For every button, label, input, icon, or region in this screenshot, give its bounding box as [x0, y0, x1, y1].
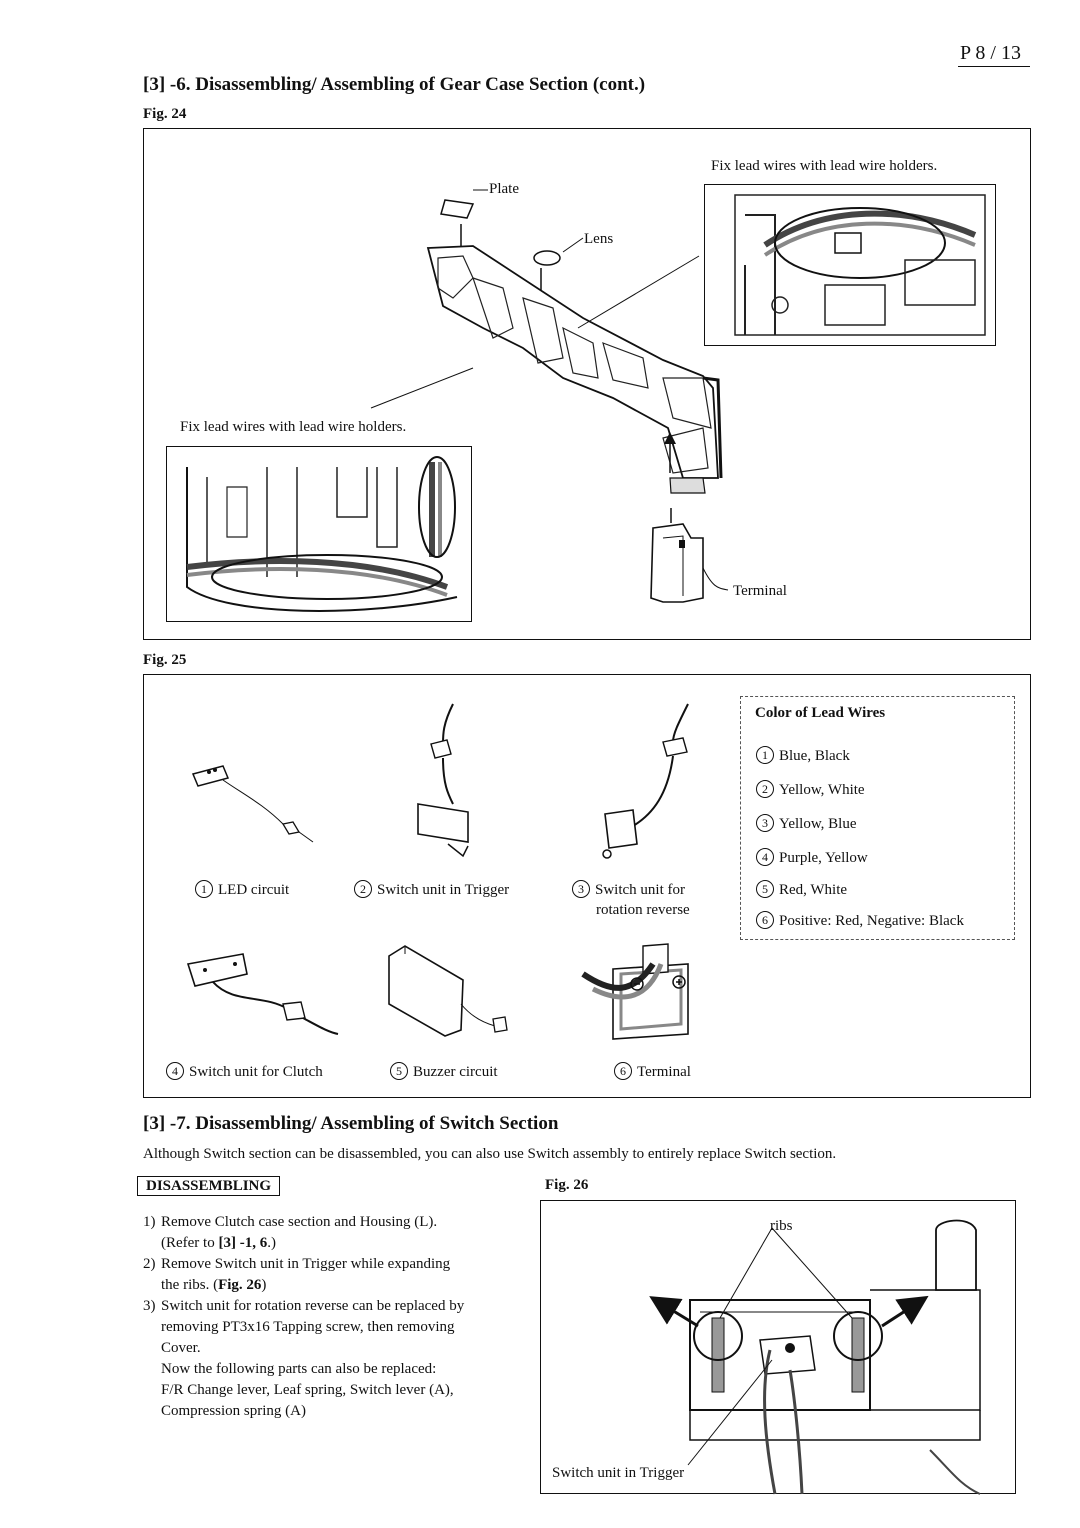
part-label-buzzer: 5 Buzzer circuit: [390, 1062, 498, 1081]
switch-unit-trigger-label: Switch unit in Trigger: [552, 1465, 685, 1481]
lead-wire-row: 2 Yellow, White: [756, 773, 964, 807]
part-label-reverse-switch-line2: rotation reverse: [596, 902, 690, 918]
part-num: 5: [390, 1062, 408, 1080]
part-text: Terminal: [637, 1064, 691, 1080]
step-text: Cover.: [161, 1340, 201, 1356]
part-num: 4: [166, 1062, 184, 1080]
page-number-rule: [958, 66, 1030, 67]
part-text: Switch unit in Trigger: [377, 882, 510, 898]
step-text: Remove Switch unit in Trigger while expa…: [161, 1256, 451, 1272]
section-title: [3] -6. Disassembling/ Assembling of Gea…: [143, 74, 646, 95]
part-label-trigger-switch: 2 Switch unit in Trigger: [354, 880, 509, 899]
step-text: Remove Clutch case section and Housing (…: [161, 1214, 438, 1230]
disassembly-steps: 1) Remove Clutch case section and Housing…: [143, 1212, 551, 1422]
disassembling-tag-text: DISASSEMBLING: [137, 1176, 281, 1196]
note-line: Now the following parts can also be repl…: [161, 1361, 437, 1377]
row-text: Purple, Yellow: [779, 850, 868, 866]
row-text: Yellow, White: [779, 782, 865, 798]
buzzer-circuit-drawing: [388, 945, 508, 1037]
step-text: Switch unit for rotation reverse can be …: [161, 1298, 465, 1314]
lead-wire-row: 3 Yellow, Blue: [756, 807, 964, 841]
section7-title: [3] -7. Disassembling/ Assembling of Swi…: [143, 1113, 559, 1134]
step-num: 1): [143, 1214, 156, 1230]
fig25-frame: [143, 674, 1031, 1098]
ribs-label: ribs: [770, 1218, 793, 1234]
row-num: 2: [756, 780, 774, 798]
lead-wire-rows: 1 Blue, Black 2 Yellow, White 3 Yellow, Blu…: [756, 739, 964, 937]
step-2: 2) Remove Switch unit in Trigger while ex…: [143, 1254, 533, 1296]
part-text: Switch unit for Clutch: [189, 1064, 323, 1080]
step-ref: Fig. 26: [218, 1277, 262, 1293]
step-ref: [3] -1, 6: [218, 1235, 268, 1251]
row-text: Blue, Black: [779, 748, 850, 764]
step-text: .): [267, 1235, 276, 1251]
step-text: the ribs. (: [161, 1277, 219, 1293]
part-num: 1: [195, 880, 213, 898]
row-num: 6: [756, 911, 774, 929]
fig24-label: Fig. 24: [143, 106, 187, 122]
page-number: P 8 / 13: [960, 42, 1021, 64]
step-3: 3) Switch unit for rotation reverse can b…: [143, 1296, 533, 1359]
row-text: Yellow, Blue: [779, 816, 857, 832]
step-text: removing PT3x16 Tapping screw, then remo…: [161, 1319, 455, 1335]
terminal-part-drawing: [581, 943, 689, 1040]
note-line: F/R Change lever, Leaf spring, Switch le…: [161, 1382, 454, 1398]
fig25-label: Fig. 25: [143, 652, 187, 668]
lead-wire-table-title: Color of Lead Wires: [755, 705, 886, 721]
part-label-terminal: 6 Terminal: [614, 1062, 691, 1081]
lead-wire-row: 4 Purple, Yellow: [756, 841, 964, 875]
part-label-clutch-switch: 4 Switch unit for Clutch: [166, 1062, 323, 1081]
fig24-callout-top: Fix lead wires with lead wire holders.: [711, 158, 938, 174]
gear-case-drawing: [370, 189, 729, 603]
row-num: 4: [756, 848, 774, 866]
fig24-callout-left: Fix lead wires with lead wire holders.: [180, 419, 407, 435]
part-text: LED circuit: [218, 882, 290, 898]
terminal-label: Terminal: [733, 583, 787, 599]
parts-drawing: [186, 703, 689, 1040]
fig24-inset-left: [166, 446, 472, 622]
step-1: 1) Remove Clutch case section and Housing…: [143, 1212, 533, 1254]
lead-wire-row: 5 Red, White: [756, 875, 964, 905]
part-num: 2: [354, 880, 372, 898]
replaceable-parts-note: Now the following parts can also be repl…: [143, 1359, 551, 1422]
lead-wire-row: 1 Blue, Black: [756, 739, 964, 773]
step-num: 3): [143, 1298, 156, 1314]
step-num: 2): [143, 1256, 156, 1272]
lead-wire-holder-detail-top: [734, 194, 986, 336]
part-label-reverse-switch: 3 Switch unit for: [572, 880, 685, 899]
switch-section-drawing: [649, 1219, 981, 1495]
lead-wire-holder-detail-left: [186, 456, 458, 612]
section7-intro: Although Switch section can be disassemb…: [143, 1146, 837, 1162]
fig24-frame: [143, 128, 1031, 640]
row-num: 3: [756, 814, 774, 832]
part-text: Switch unit for: [595, 882, 685, 898]
lead-wire-row: 6 Positive: Red, Negative: Black: [756, 905, 964, 937]
led-circuit-drawing: [191, 765, 314, 843]
row-num: 1: [756, 746, 774, 764]
fig26-frame: [540, 1200, 1016, 1494]
row-text: Positive: Red, Negative: Black: [779, 913, 964, 929]
trigger-switch-drawing: [417, 703, 469, 858]
lens-label: Lens: [584, 231, 614, 247]
step-text: ): [261, 1277, 267, 1293]
step-text: (Refer to: [161, 1235, 219, 1251]
row-num: 5: [756, 880, 774, 898]
part-text: Buzzer circuit: [413, 1064, 498, 1080]
fig24-inset-top: [704, 184, 996, 346]
fig26-label: Fig. 26: [545, 1177, 589, 1193]
disassembling-tag: DISASSEMBLING: [137, 1176, 281, 1196]
clutch-switch-drawing: [186, 953, 339, 1035]
row-text: Red, White: [779, 882, 848, 898]
note-line: Compression spring (A): [161, 1403, 306, 1419]
part-label-led-circuit: 1 LED circuit: [195, 880, 289, 899]
plate-label: Plate: [489, 181, 519, 197]
reverse-switch-drawing: [602, 703, 689, 859]
part-num: 3: [572, 880, 590, 898]
part-num: 6: [614, 1062, 632, 1080]
